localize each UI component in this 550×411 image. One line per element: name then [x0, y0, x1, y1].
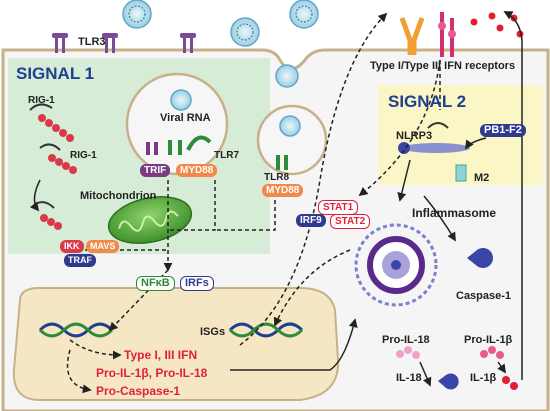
m2-label: M2: [474, 172, 490, 184]
tlr7-label: TLR7: [214, 150, 239, 161]
viral-rna-label: Viral RNA: [160, 112, 211, 124]
ifn-molecule-icon: [470, 12, 524, 38]
myd88-badge: MYD88: [176, 164, 218, 177]
type-ifn-label: Type I, III IFN: [124, 348, 198, 362]
rig1-label-mid: RIG-1: [70, 150, 97, 161]
solid-arrows: [230, 11, 523, 387]
tlr3-receptor-icon: [52, 33, 196, 53]
stat2-badge: STAT2: [330, 214, 371, 229]
dna-helix-icon: [228, 322, 304, 338]
isgs-label: ISGs: [200, 326, 226, 338]
pro-il18-label: Pro-IL-18: [382, 334, 430, 346]
pro-caspase-label: Pro-Caspase-1: [96, 384, 181, 398]
tlr7-receptor-icon: [168, 135, 212, 155]
nlrp3-protein-icon: [398, 122, 470, 154]
nfkb-badge: NFκB: [136, 276, 175, 291]
endosome-large: [125, 72, 229, 176]
pro-il1b-molecule-icon: [480, 346, 504, 359]
ifn-receptors-label: Type I/Type III IFN receptors: [370, 60, 516, 72]
signal1-title: SIGNAL 1: [16, 64, 95, 83]
trif-badge: TRIF: [140, 164, 171, 177]
ifn-receptor-icon: [399, 12, 456, 57]
virus-icon: [289, 0, 319, 29]
il1b-molecule-icon: [502, 376, 518, 390]
pb1f2-arrow: [465, 137, 487, 150]
myd88-badge-2: MYD88: [262, 184, 304, 197]
ikk-badge: IKK: [60, 240, 84, 253]
virus-icon: [275, 64, 299, 88]
tlr3-label: TLR3: [78, 36, 106, 48]
rig1-protein-icon: [39, 143, 77, 174]
dna-helix-icon: [38, 322, 114, 338]
virus-icon: [122, 0, 152, 29]
il18-label: IL-18: [396, 372, 422, 384]
m2-channel-icon: [455, 164, 467, 182]
stat1-badge: STAT1: [318, 200, 359, 215]
mitochondrion-icon: [107, 196, 193, 244]
rig1-protein-icon: [33, 201, 62, 230]
caspase1-label: Caspase-1: [456, 290, 512, 302]
caspase1-small-icon: [438, 373, 459, 390]
virus-icon: [279, 115, 301, 137]
rig1-arrow: [29, 179, 41, 212]
endosome-small: [256, 104, 328, 176]
pro-il-label: Pro-IL-1β, Pro-IL-18: [96, 366, 208, 380]
pb1f2-badge: PB1-F2: [480, 124, 526, 137]
tlr8-receptor-icon: [276, 155, 288, 170]
mitochondrion-label: Mitochondrion: [80, 190, 157, 202]
rig1-protein-icon: [29, 103, 74, 142]
signal-arrows: [66, 12, 441, 394]
trif-receptor-icon: [146, 142, 158, 155]
rig1-label-top: RIG-1: [28, 95, 55, 106]
nucleus: [12, 287, 340, 401]
inflammasome-icon: [354, 223, 438, 307]
il1b-label: IL-1β: [470, 372, 497, 384]
traf-badge: TRAF: [64, 254, 96, 267]
irfs-badge: IRFs: [180, 276, 214, 291]
pro-il1b-label: Pro-IL-1β: [464, 334, 513, 346]
nlrp3-label: NLRP3: [396, 130, 433, 142]
mavs-badge: MAVS: [86, 240, 120, 253]
signal2-title: SIGNAL 2: [388, 92, 467, 111]
inflammasome-label: Inflammasome: [412, 206, 497, 220]
irf9-badge: IRF9: [296, 214, 326, 227]
virus-icon: [170, 89, 192, 111]
caspase1-icon: [467, 248, 493, 268]
pro-il18-molecule-icon: [396, 346, 420, 359]
virus-icon: [230, 17, 260, 47]
tlr8-label: TLR8: [264, 172, 289, 183]
